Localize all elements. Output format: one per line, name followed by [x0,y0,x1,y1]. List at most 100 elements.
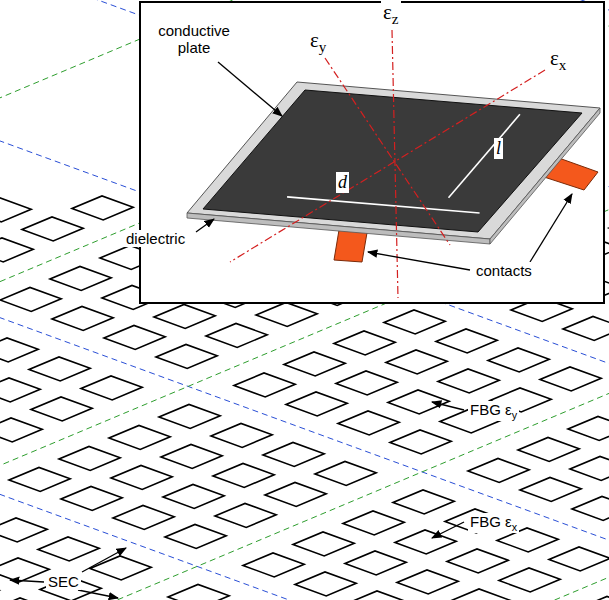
strain-axis [325,58,450,245]
sec-cell [395,530,456,554]
sec-cell [397,570,458,594]
fbg-y-line [0,24,609,600]
sec-cell [161,444,222,468]
leader-arrow [82,548,126,572]
sec-cell [386,350,447,374]
sec-cell [156,344,217,368]
sec-cell [206,323,267,347]
sec-cell [104,325,165,349]
sec-cell [468,458,529,482]
label: εx [548,46,568,75]
sec-cell [334,331,395,355]
leader-arrow [368,252,470,270]
sec-cell [165,524,226,548]
sec-cell [159,404,220,428]
sec-cell [0,598,51,600]
inset-frame [140,2,604,303]
sec-cell [488,348,549,372]
sec-cell [436,329,497,353]
sec-cell [9,467,70,491]
sec-cell [568,416,609,440]
sec-cell [336,371,397,395]
sec-cell [563,316,609,340]
sec-cell [113,505,174,529]
sec-cell [72,196,133,220]
sec-cell [284,352,345,376]
sec-cell [168,584,229,600]
sec-cell [345,551,406,575]
sec-cell [315,461,376,485]
sec-cell [81,376,142,400]
sec-cell [61,486,122,510]
sec-cell [0,198,31,222]
leader-lines [10,62,572,598]
label: dielectric [124,230,187,247]
sec-cell [90,556,151,580]
sec-cell [215,503,276,527]
sec-cell [256,302,317,326]
strain-axis [392,30,398,298]
sec-cell [295,572,356,596]
sec-cell [384,310,445,334]
sec-cell [0,238,33,262]
label: εz [381,0,401,29]
fbg-y-line [0,0,609,501]
label: FBG εy [468,401,519,421]
sec-cell [540,367,601,391]
sec-cell [263,442,324,466]
sec-cell [52,306,113,330]
label: l [494,138,503,159]
sec-cell [265,482,326,506]
sec-cell [347,591,408,600]
sec-cell [286,392,347,416]
dimension-line [449,114,520,197]
sec-cell [293,532,354,556]
sec-cell [449,589,510,600]
sec-cell [38,537,99,561]
leader-arrow [78,590,118,598]
leader-arrow [196,219,214,232]
strain-axis [230,70,545,262]
fbg-y-line [0,0,609,406]
sec-cell [0,287,61,311]
sec-cell [0,558,49,582]
leader-arrow [530,194,572,262]
sec-cell [520,477,581,501]
sec-cell [577,596,609,600]
fbg-x-line [0,0,609,540]
leader-arrow [10,580,44,582]
sec-cell [0,418,42,442]
sec-cell [163,484,224,508]
sec-cell [111,465,172,489]
sec-cell [518,437,579,461]
sec-cell [154,304,215,328]
label: εy [308,28,328,57]
sec-cell [109,425,170,449]
sec-cell [31,397,92,421]
fbg-x-line [0,23,609,600]
sec-cell [0,518,47,542]
sec-cell [343,511,404,535]
sec-cell [499,568,560,592]
sec-cell [549,547,609,571]
label: SEC [46,573,81,590]
sec-cell [438,369,499,393]
label: FBG εx [468,513,519,533]
sec-cell [447,549,508,573]
sec-cell [234,373,295,397]
sec-cell [572,496,609,520]
sec-cell [59,446,120,470]
label: contacts [474,262,534,279]
leader-arrow [432,522,464,538]
sec-cell [211,423,272,447]
sec-cell [393,490,454,514]
sec-cell [0,338,38,362]
sec-cell [50,266,111,290]
